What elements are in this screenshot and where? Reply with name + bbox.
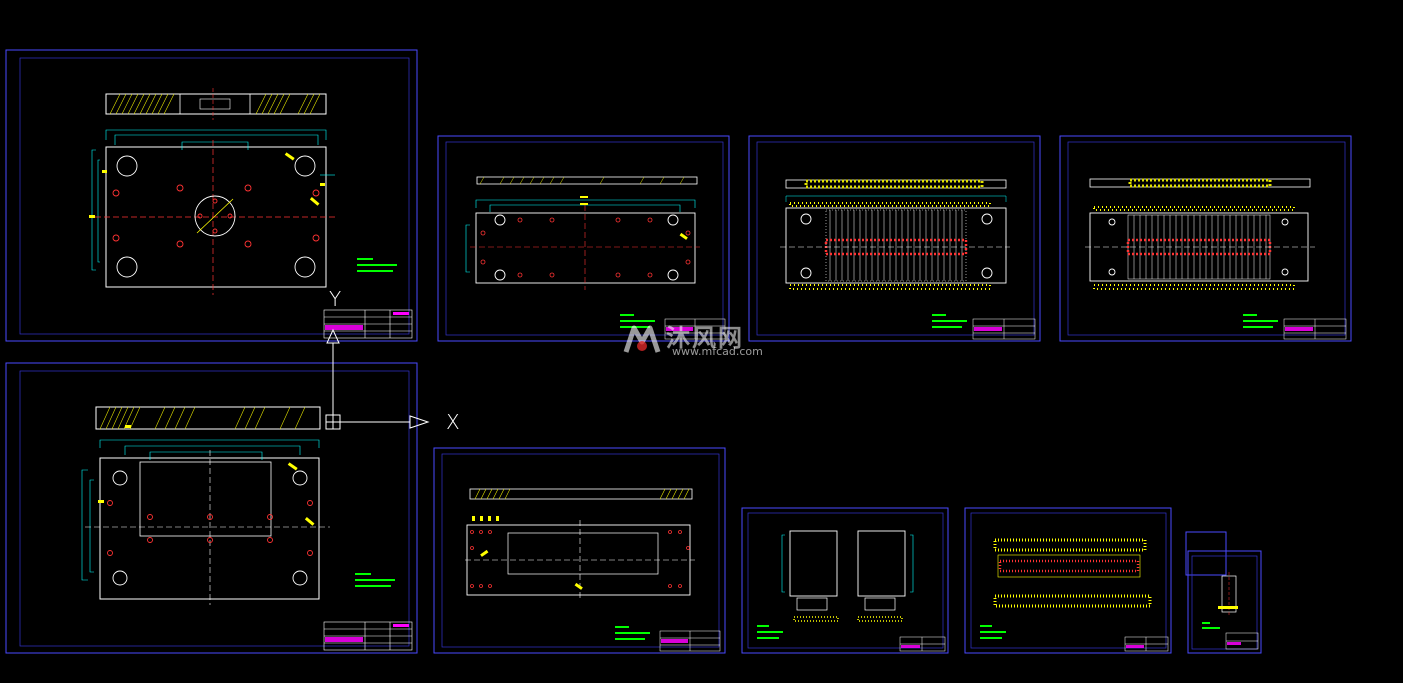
drawing-detail-punches: [980, 538, 1169, 652]
drawing-plate-bottom-left: [81, 406, 413, 651]
sheet-frame-strip-2[interactable]: [748, 135, 1041, 342]
sheet-frames: [5, 49, 1352, 654]
sheet-frame-detail-blocks[interactable]: [741, 507, 949, 654]
sheet-inner-borders: [19, 57, 1346, 650]
sheet-frame-detail-small[interactable]: [1187, 550, 1262, 654]
sheet-frame-detail-small-extra[interactable]: [1185, 531, 1227, 576]
sheet-frame-strip-4[interactable]: [433, 447, 726, 654]
drawing-detail-blocks: [757, 530, 946, 652]
drawing-strip-4: [465, 488, 721, 652]
ucs-y-label: Y: [329, 287, 342, 311]
drawing-plate-top-left: [89, 88, 413, 339]
ucs-x-label: X: [446, 410, 460, 434]
drawing-strip-2: [780, 179, 1036, 340]
sheet-frame-strip-1[interactable]: [437, 135, 730, 342]
drawing-strip-1: [465, 176, 726, 340]
drawing-detail-small: [1202, 572, 1259, 650]
sheet-frame-plate-bottom-left[interactable]: [5, 362, 418, 654]
sheet-frame-plate-top-left[interactable]: [5, 49, 418, 342]
ucs-icon[interactable]: [325, 328, 430, 430]
sheet-frame-strip-3[interactable]: [1059, 135, 1352, 342]
sheet-frame-detail-punches[interactable]: [964, 507, 1172, 654]
drawing-strip-3: [1085, 178, 1347, 340]
